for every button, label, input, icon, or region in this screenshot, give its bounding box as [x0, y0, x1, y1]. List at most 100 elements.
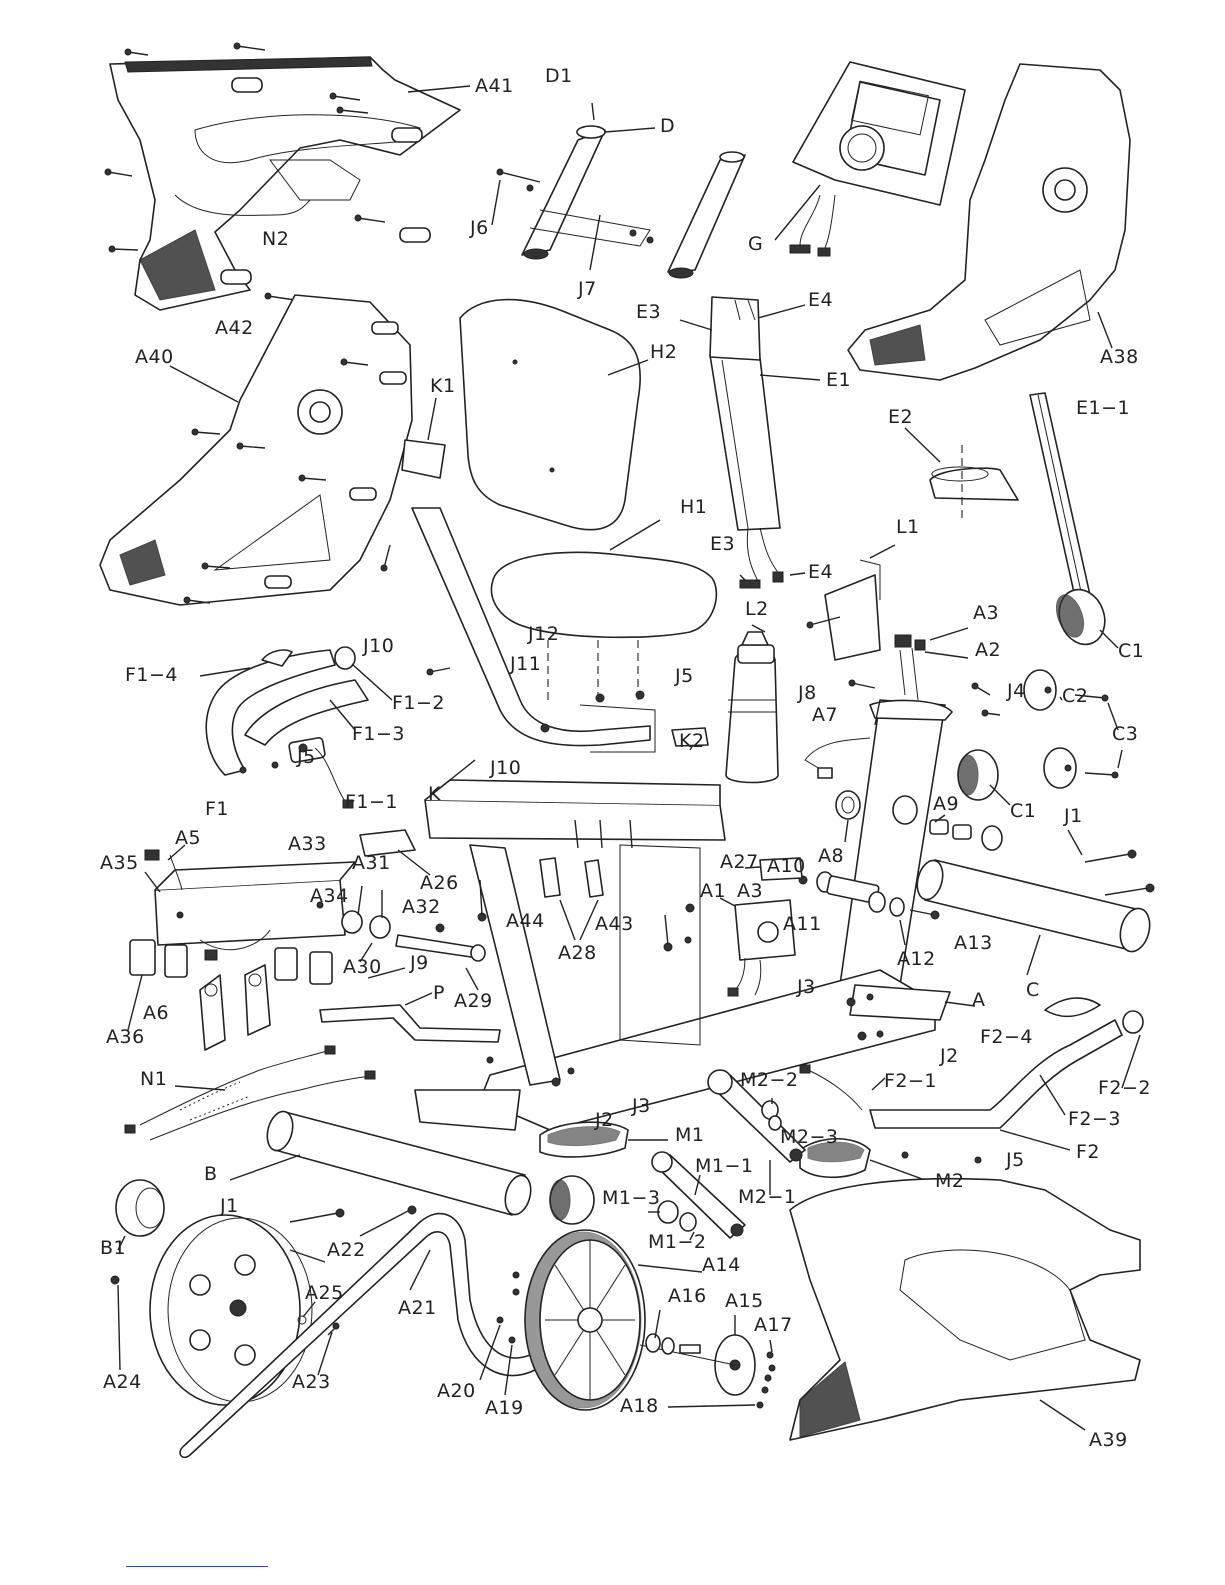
part-label-a36: A36 [106, 1026, 145, 1048]
part-a35-bracket [144, 844, 356, 961]
part-label-j8: J8 [797, 682, 817, 704]
part-label-m1: M1 [675, 1124, 704, 1146]
part-label-k: K [428, 783, 441, 805]
part-a43-a44-bolts [477, 819, 673, 952]
part-label-j3b: J3 [631, 1095, 651, 1117]
part-a28-brackets [539, 857, 604, 941]
part-d-handle-grips [496, 102, 746, 279]
part-label-a42: A42 [215, 317, 254, 339]
part-label-a31: A31 [352, 852, 391, 874]
part-label-m2-3: M2−3 [780, 1126, 839, 1148]
part-a15-a18-hub [639, 1309, 776, 1409]
part-axle-bearings [798, 790, 1003, 946]
part-e2-cap [904, 427, 1019, 520]
part-a36-clips [127, 939, 333, 1051]
part-label-e1: E1 [826, 369, 851, 391]
part-label-l1: L1 [896, 516, 920, 538]
part-c-rear-tube [916, 859, 1151, 976]
part-label-m2-1: M2−1 [738, 1186, 797, 1208]
part-label-a: A [972, 989, 986, 1011]
part-a26-a27-plugs [359, 829, 803, 881]
part-f1-handlebar [199, 646, 393, 809]
part-label-c1b: C1 [1010, 800, 1036, 822]
part-a14-pulley [479, 1229, 703, 1411]
part-label-f1-2: F1−2 [392, 692, 445, 714]
part-a41-cover [109, 56, 471, 311]
part-label-a23: A23 [292, 1371, 331, 1393]
part-label-a21: A21 [398, 1297, 437, 1319]
part-label-a15: A15 [725, 1290, 764, 1312]
part-label-e2: E2 [888, 406, 913, 428]
part-label-a12: A12 [897, 948, 936, 970]
part-a29-a32-shaft [341, 885, 486, 991]
part-label-f1-1: F1−1 [345, 791, 398, 813]
part-label-f2-4: F2−4 [980, 1026, 1033, 1048]
part-e1-upright [709, 296, 821, 589]
part-c1-end-caps [957, 588, 1119, 806]
part-label-a22: A22 [327, 1239, 366, 1261]
part-label-k1: K1 [430, 375, 456, 397]
part-label-j5b: J5 [296, 746, 316, 768]
part-label-a14: A14 [702, 1254, 741, 1276]
part-label-j2b: J2 [594, 1109, 614, 1131]
part-label-a19: A19 [485, 1397, 524, 1419]
part-label-a6: A6 [143, 1002, 169, 1024]
part-label-a2: A2 [975, 639, 1001, 661]
part-label-a30: A30 [343, 956, 382, 978]
part-label-a25: A25 [305, 1282, 344, 1304]
part-m2-pedal [799, 1137, 926, 1181]
part-h1-seat [490, 519, 718, 700]
part-label-n1: N1 [140, 1068, 167, 1090]
part-m1-pedal [539, 1121, 668, 1158]
part-label-a33: A33 [288, 833, 327, 855]
part-label-e3b: E3 [710, 533, 735, 555]
footer-link-underline[interactable] [126, 1566, 268, 1567]
part-label-a43: A43 [595, 913, 634, 935]
part-label-h2: H2 [650, 341, 677, 363]
part-label-m2: M2 [935, 1170, 964, 1192]
part-label-a11: A11 [783, 913, 822, 935]
part-label-p: P [433, 982, 445, 1004]
part-label-a7: A7 [812, 704, 838, 726]
part-label-a38: A38 [1100, 346, 1139, 368]
part-label-g: G [748, 233, 763, 255]
part-label-a32: A32 [402, 896, 441, 918]
part-label-j7: J7 [577, 278, 597, 300]
part-label-a41: A41 [475, 75, 514, 97]
part-e1-1-rail [1029, 392, 1091, 598]
part-label-f2-1: F2−1 [884, 1070, 937, 1092]
part-label-e4a: E4 [808, 289, 833, 311]
part-label-n2: N2 [262, 228, 289, 250]
part-label-a39: A39 [1089, 1429, 1128, 1451]
part-label-e3a: E3 [636, 301, 661, 323]
part-label-j3a: J3 [796, 976, 816, 998]
part-c2-c3-wheels [1023, 669, 1123, 789]
part-label-a5: A5 [175, 827, 201, 849]
part-label-f1-3: F1−3 [352, 723, 405, 745]
part-label-j1a: J1 [1063, 805, 1083, 827]
part-label-a34: A34 [310, 885, 349, 907]
part-l2-water-bottle [725, 624, 779, 784]
part-crank-arms [648, 1069, 806, 1241]
part-a22-flywheel [110, 1214, 340, 1406]
part-label-e4b: E4 [808, 561, 833, 583]
part-label-c3: C3 [1112, 723, 1138, 745]
part-label-a10: A10 [767, 855, 806, 877]
part-label-a35: A35 [100, 852, 139, 874]
part-label-j10a: J10 [362, 635, 394, 657]
part-j4-screws [848, 679, 1001, 717]
part-label-a26: A26 [420, 872, 459, 894]
part-f2-handlebar [799, 997, 1144, 1151]
part-label-j9: J9 [409, 952, 429, 974]
part-e3-e4-connectors [679, 304, 806, 581]
part-label-a40: A40 [135, 346, 174, 368]
part-label-j4: J4 [1006, 680, 1026, 702]
part-a38-cover [847, 63, 1131, 381]
part-h2-backrest [459, 298, 649, 531]
part-label-m2-2: M2−2 [740, 1069, 799, 1091]
part-a39-cover [789, 1178, 1141, 1441]
part-label-a24: A24 [103, 1371, 142, 1393]
part-label-a13: A13 [954, 932, 993, 954]
